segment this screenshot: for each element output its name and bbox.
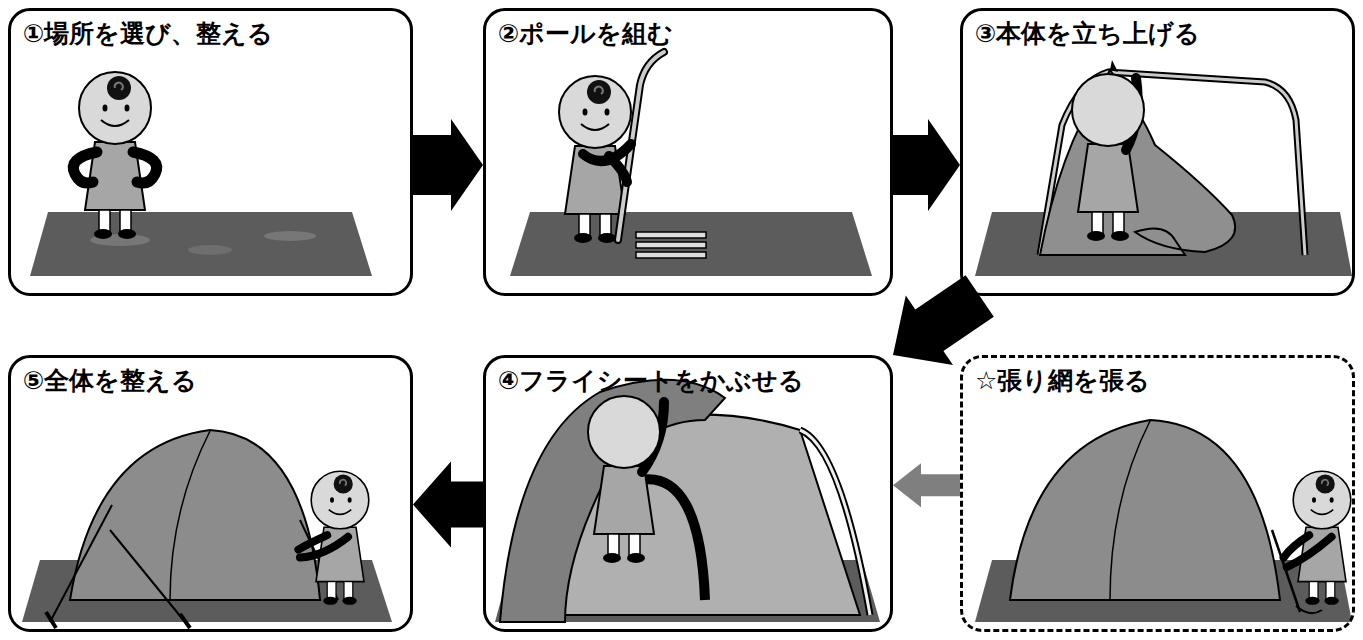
- guy-lines: [110, 530, 185, 622]
- guy-lines: [46, 505, 338, 628]
- kid-figure: [1293, 471, 1351, 529]
- step-title: ⑤全体を整える: [23, 366, 197, 396]
- fly-sheet: [500, 380, 725, 622]
- pole-stack: [636, 232, 706, 258]
- kid-arms: [583, 144, 631, 182]
- dome-tent: [170, 431, 210, 600]
- dome-tent: [1010, 420, 1280, 600]
- kid-arms: [609, 156, 627, 182]
- fly-sheet: [500, 380, 725, 622]
- ground-patch: [510, 212, 872, 276]
- kid-figure: [594, 466, 654, 563]
- step-panel: ☆張り網を張る: [960, 355, 1355, 632]
- kid-figure: [588, 396, 660, 468]
- inner-tent: [800, 430, 870, 615]
- kid-figure: [559, 76, 631, 148]
- step-title: ③本体を立ち上げる: [975, 19, 1200, 49]
- pole-stack: [636, 242, 706, 248]
- tent-body-fabric: [1040, 70, 1235, 255]
- step-panel: ③本体を立ち上げる: [960, 8, 1355, 296]
- tent-body-fabric: [1040, 60, 1235, 255]
- step-title: ☆張り網を張る: [975, 366, 1150, 396]
- flow-arrow: [893, 119, 960, 211]
- kid-figure: [298, 535, 327, 549]
- guy-lines: [50, 505, 112, 622]
- kid-figure: [588, 396, 664, 563]
- dome-tent: [1010, 420, 1280, 600]
- kid-figure: [1072, 74, 1144, 241]
- flow-arrow: [413, 462, 483, 548]
- step-panel: ⑤全体を整える: [8, 355, 413, 632]
- step-panel: ④フライシートをかぶせる: [483, 355, 893, 632]
- inner-tent: [800, 430, 870, 615]
- tent-body-fabric: [1110, 60, 1118, 72]
- inner-tent: [640, 479, 705, 600]
- step-title: ②ポールを組む: [498, 19, 673, 49]
- pole-stack: [636, 232, 706, 238]
- kid-figure: [79, 72, 151, 144]
- step-title: ④フライシートをかぶせる: [498, 366, 804, 396]
- step-title: ①場所を選び、整える: [23, 19, 273, 49]
- kid-figure: [311, 471, 369, 529]
- ground-patch: [30, 212, 372, 276]
- kid-figure: [73, 152, 97, 183]
- ground-patch: [510, 212, 872, 276]
- flow-arrow: [893, 275, 994, 365]
- ground-patch: [30, 212, 372, 276]
- dome-tent: [1110, 421, 1150, 600]
- kid-figure: [298, 471, 368, 605]
- flow-arrow: [413, 119, 483, 211]
- kid-figure: [73, 72, 156, 239]
- flow-arrow: [893, 463, 960, 507]
- kid-figure: [1284, 471, 1351, 605]
- guy-lines: [46, 612, 56, 628]
- kid-figure: [1072, 74, 1144, 146]
- ground-patch: [188, 245, 232, 255]
- kid-figure: [1078, 144, 1138, 241]
- kid-figure: [133, 152, 157, 183]
- step-panel: ②ポールを組む: [483, 8, 893, 296]
- guy-rope: [1296, 606, 1322, 613]
- pole-stack: [636, 252, 706, 258]
- ground-patch: [264, 231, 316, 241]
- step-panel: ①場所を選び、整える: [8, 8, 413, 296]
- guy-lines: [180, 614, 190, 628]
- kid-figure: [1287, 537, 1332, 567]
- kid-figure: [300, 537, 348, 558]
